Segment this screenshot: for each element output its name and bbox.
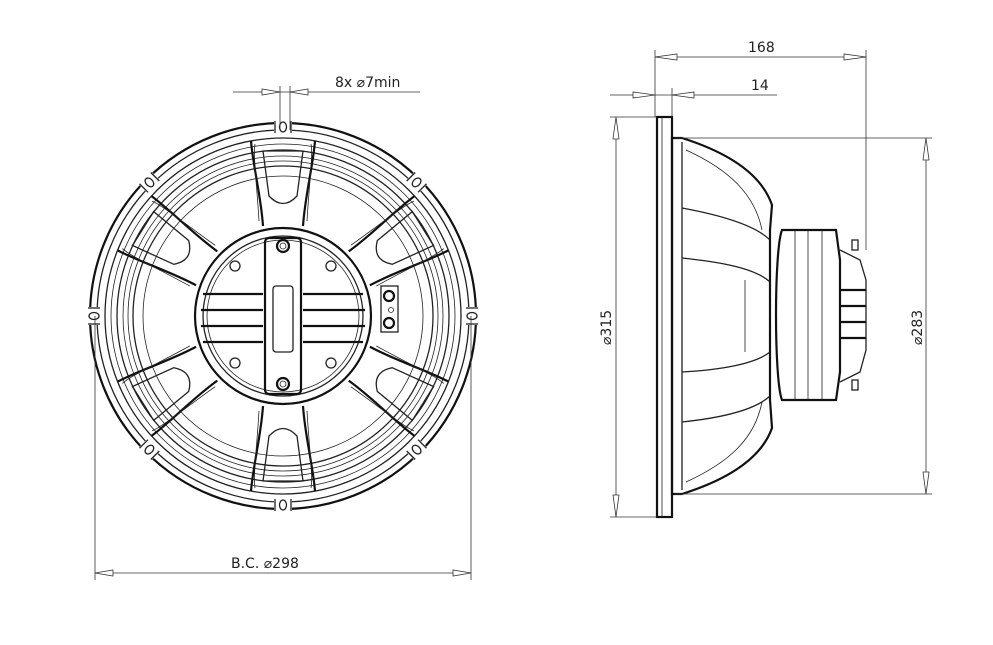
hole-note-label: 8x ⌀7min	[335, 75, 400, 91]
bolt-holes	[88, 121, 478, 511]
cutout-diameter-dimension: ⌀283	[675, 137, 932, 495]
depth-label: 168	[748, 40, 775, 56]
spoke	[117, 345, 218, 437]
outer-diameter-dimension: ⌀315	[599, 116, 657, 518]
bolt-hole	[274, 499, 292, 511]
spoke	[348, 345, 449, 437]
hole-dimension: 8x ⌀7min	[233, 75, 420, 130]
basket	[670, 136, 774, 496]
front-view	[88, 121, 478, 511]
bolt-hole	[88, 307, 100, 325]
bolt-hole	[405, 171, 428, 194]
spoke	[348, 195, 449, 287]
magnet-ring	[193, 226, 373, 406]
bolt-hole	[138, 438, 161, 461]
terminal-block	[380, 285, 399, 333]
bolt-hole	[405, 438, 428, 461]
depth-dimension: 168	[654, 40, 867, 250]
back-plate	[839, 249, 867, 383]
side-view	[655, 115, 867, 519]
mounting-flange	[655, 115, 674, 519]
cutout-diameter-label: ⌀283	[910, 310, 926, 345]
outer-diameter-label: ⌀315	[599, 310, 615, 345]
spoke	[249, 140, 317, 227]
center-bar	[263, 236, 303, 396]
bolt-hole	[138, 171, 161, 194]
spoke	[249, 405, 317, 492]
thickness-label: 14	[751, 78, 769, 94]
bolt-circle-dimension: B.C. ⌀298	[94, 316, 472, 580]
bolt-hole	[274, 121, 292, 133]
frame-spokes	[117, 140, 449, 492]
bolt-circle-label: B.C. ⌀298	[231, 556, 299, 572]
bolt-hole	[466, 307, 478, 325]
flange-thickness-dimension: 14	[610, 78, 777, 117]
magnet	[774, 228, 842, 402]
spoke	[117, 195, 218, 287]
